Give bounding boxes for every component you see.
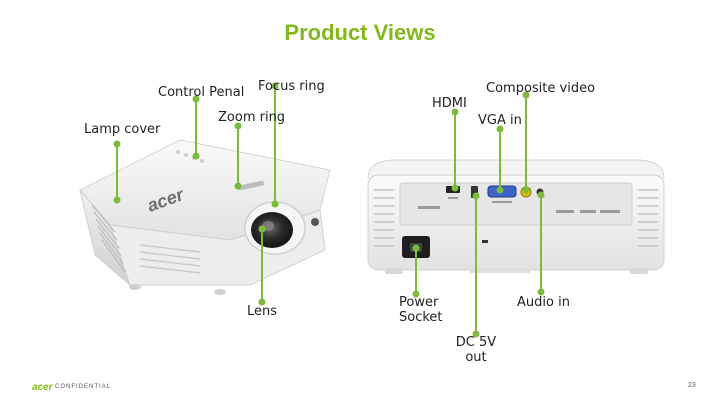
label-control-penal: Control Penal bbox=[158, 85, 245, 100]
label-dc-5v-line2: out bbox=[465, 350, 487, 365]
label-power-socket-line1: Power bbox=[399, 295, 439, 310]
label-hdmi: HDMI bbox=[432, 96, 467, 111]
callout-lines bbox=[116, 86, 542, 334]
label-audio-in: Audio in bbox=[517, 295, 570, 310]
slide-title: Product Views bbox=[284, 20, 436, 45]
rear-projector bbox=[367, 159, 665, 274]
footer-confidential: CONFIDENTIAL bbox=[55, 384, 112, 390]
label-lamp-cover: Lamp cover bbox=[84, 122, 161, 137]
label-vga-in: VGA in bbox=[478, 113, 522, 128]
callout-dots bbox=[113, 82, 545, 338]
label-power-socket: Power Socket bbox=[399, 295, 443, 325]
label-lens: Lens bbox=[247, 304, 278, 319]
footer-acer-logo: acer bbox=[32, 382, 53, 393]
label-zoom-ring: Zoom ring bbox=[218, 110, 286, 125]
front-projector bbox=[79, 139, 331, 295]
label-composite-video: Composite video bbox=[486, 81, 596, 96]
page-number: 23 bbox=[688, 382, 696, 389]
label-dc-5v-line1: DC 5V bbox=[455, 335, 497, 350]
label-dc-5v-out: DC 5V out bbox=[451, 335, 501, 365]
label-focus-ring: Focus ring bbox=[258, 79, 325, 94]
label-power-socket-line2: Socket bbox=[399, 310, 443, 325]
